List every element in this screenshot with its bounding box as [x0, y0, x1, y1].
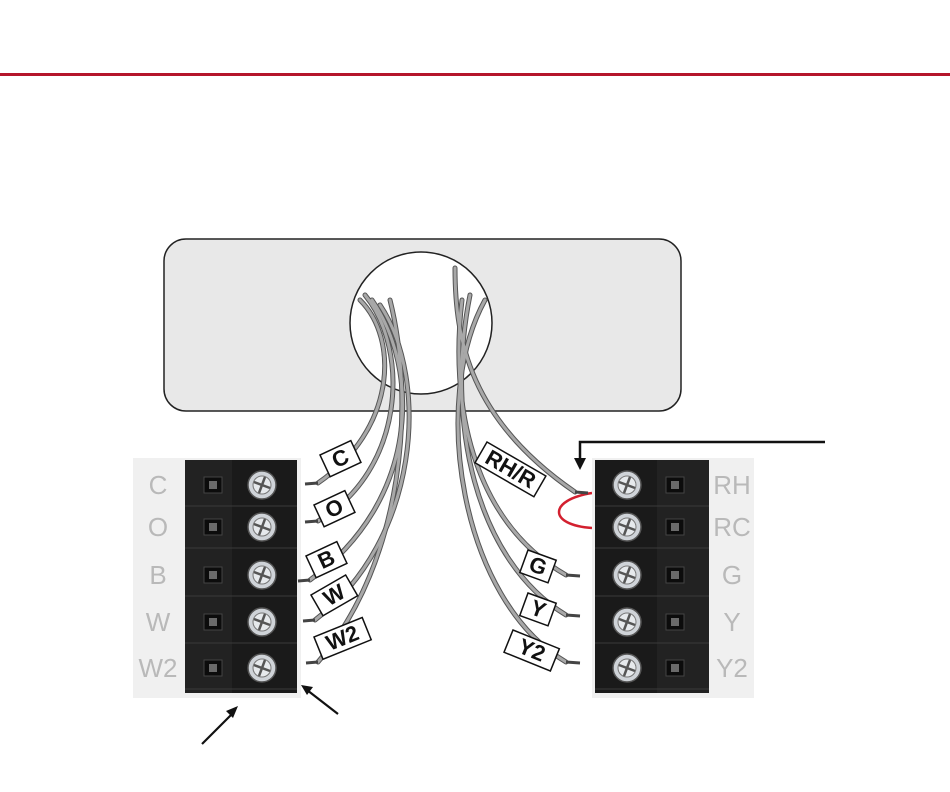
- screw-icon: [613, 471, 641, 499]
- screw-icon: [613, 654, 641, 682]
- wire-tag-b: B: [306, 541, 347, 578]
- terminal-label-y: Y: [723, 607, 740, 637]
- screw-icon: [613, 513, 641, 541]
- terminal-label-w2: W2: [139, 653, 178, 683]
- screw-icon: [248, 561, 276, 589]
- jumper-wire: [559, 493, 592, 528]
- terminal-label-c: C: [149, 470, 168, 500]
- header-rule: [0, 73, 950, 76]
- wire-tag-y: Y: [520, 592, 557, 626]
- terminal-socket: [666, 477, 684, 493]
- terminal-socket: [666, 614, 684, 630]
- terminal-label-rh: RH: [713, 470, 751, 500]
- wire-tag-w: W: [311, 574, 358, 616]
- terminal-socket: [204, 567, 222, 583]
- terminal-label-b: B: [149, 560, 166, 590]
- terminal-label-g: G: [722, 560, 742, 590]
- callout-arrow-bottom-left: [202, 706, 238, 744]
- terminal-socket: [204, 519, 222, 535]
- terminal-label-y2: Y2: [716, 653, 748, 683]
- callout-arrow-bottom-right: [301, 685, 338, 714]
- wall-plate: [164, 239, 681, 411]
- arrow-icon: [226, 706, 238, 718]
- terminal-socket: [666, 567, 684, 583]
- wire-tag-rh-r-text: RH/R: [481, 445, 540, 494]
- terminal-label-rc: RC: [713, 512, 751, 542]
- terminal-socket: [666, 519, 684, 535]
- terminal-label-o: O: [148, 512, 168, 542]
- terminal-socket: [204, 614, 222, 630]
- screw-icon: [248, 513, 276, 541]
- arrow-icon: [574, 458, 586, 470]
- terminal-label-w: W: [146, 607, 171, 637]
- terminal-socket: [204, 660, 222, 676]
- screw-icon: [613, 608, 641, 636]
- screw-icon: [613, 561, 641, 589]
- screw-icon: [248, 654, 276, 682]
- screw-icon: [248, 471, 276, 499]
- terminal-socket: [666, 660, 684, 676]
- screw-icon: [248, 608, 276, 636]
- terminal-socket: [204, 477, 222, 493]
- right-terminal-block: RH RC GY Y2: [592, 458, 754, 698]
- wire-tag-w2: W2: [314, 617, 372, 660]
